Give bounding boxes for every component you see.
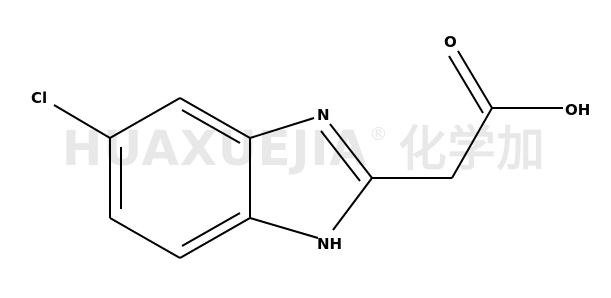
bond-c2-n3 [249,117,315,139]
bond-c4-c5 [109,217,181,259]
bond-c-o-double-1 [457,50,493,109]
watermark: HUAXUEJIA® 化学加 [62,114,562,184]
bond-ch2-cooh [451,107,493,179]
atom-label-nh: NH [317,235,342,253]
watermark-registered-mark: ® [369,124,389,145]
atom-label-oh: OH [565,101,590,119]
double-bond-inner-c1-c2 [181,109,241,144]
watermark-latin: HUAXUEJIA [62,121,368,177]
bond-n1-c3 [249,217,319,239]
bond-c6-cl [53,104,111,139]
atom-label-cl: Cl [31,89,47,107]
bond-c-imid-n1 [332,177,373,231]
atom-label-o-carbonyl: O [444,33,457,51]
double-bond-inner-c3-c4 [181,212,241,247]
double-bond-n3-c-imid [320,130,361,182]
bond-c6-c1 [109,97,181,139]
bond-n3-c-imid [329,123,373,179]
bond-c1-c2 [179,97,251,139]
watermark-chinese: 化学加 [398,121,546,177]
atom-label-n-imine: N [317,106,330,124]
bond-c3-c4 [179,217,251,259]
bond-c-o-double-2 [448,55,484,114]
